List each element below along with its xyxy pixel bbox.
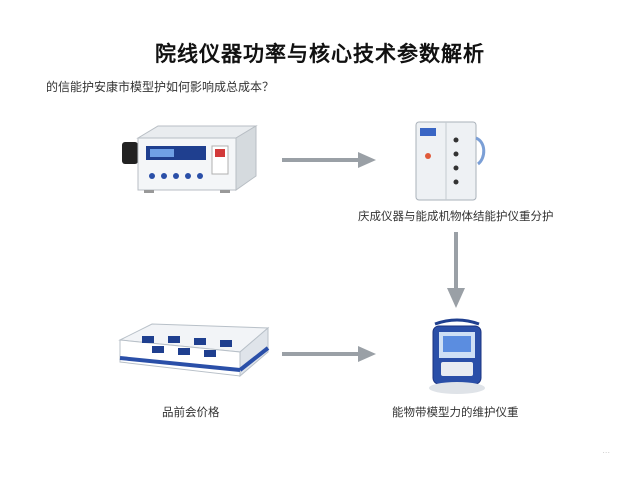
tray-panel-illustration	[112, 318, 272, 392]
handheld-device-illustration	[425, 318, 489, 400]
diagram-question: 的信能护安康市模型护如何影响成总成本？	[46, 80, 275, 94]
watermark: ...	[602, 446, 610, 455]
bench-analyzer-illustration	[118, 118, 258, 202]
edge-cabinet-to-handheld-arrow	[446, 232, 466, 314]
cabinet-unit-illustration	[410, 118, 490, 208]
diagram-title: 院线仪器功率与核心技术参数解析	[155, 42, 485, 66]
edge-bench-to-cabinet-arrow	[282, 151, 378, 173]
tray-panel-caption: 品前会价格	[162, 405, 220, 419]
edge-tray-to-handheld-arrow	[282, 345, 378, 367]
handheld-device-caption: 能物带模型力的维护仪重	[392, 405, 519, 419]
cabinet-unit-caption: 庆成仪器与能成机物体结能护仪重分护	[358, 209, 554, 223]
